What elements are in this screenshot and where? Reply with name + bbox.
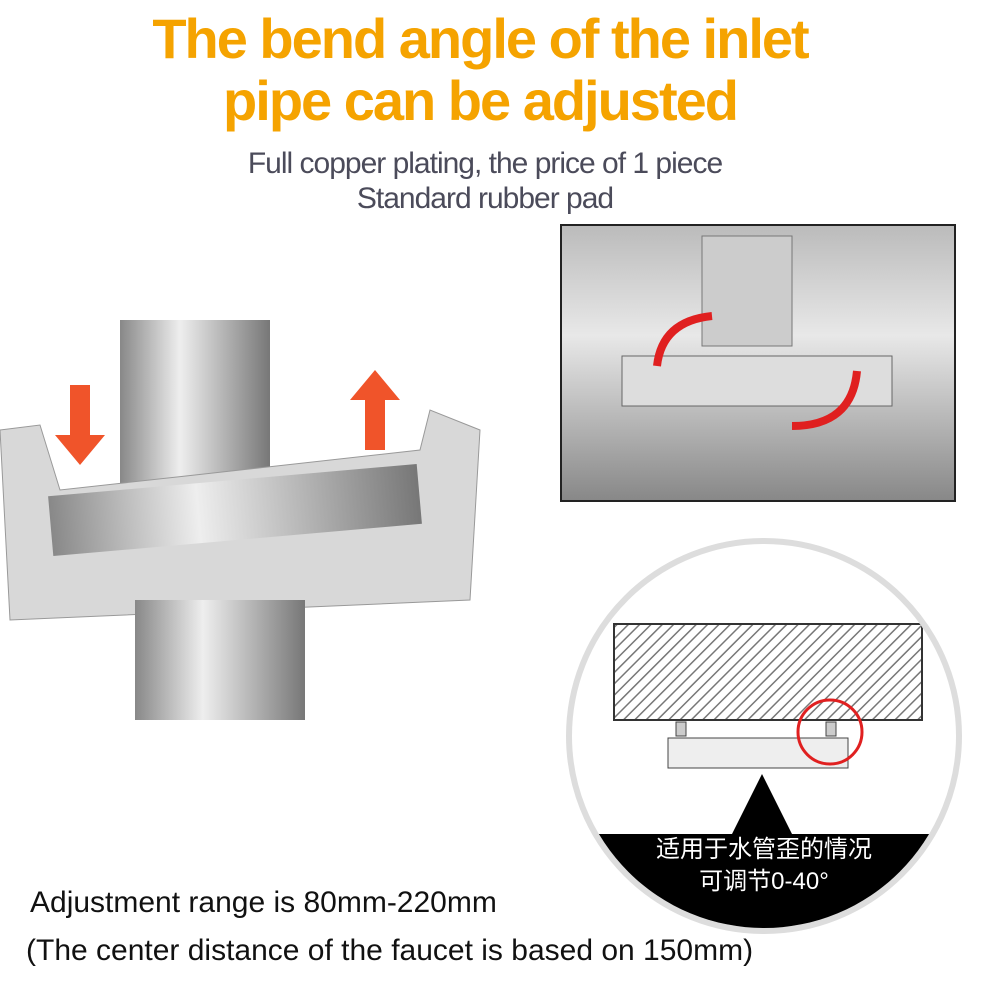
lower-thread [135,600,305,720]
rotate-arrow-right-icon [791,370,861,430]
rotate-arrow-left-icon [653,312,713,367]
adjustment-range-text: Adjustment range is 80mm-220mm [30,886,497,919]
highlight-circle [796,698,864,766]
inset-photo [560,224,956,502]
arrow-down-icon [55,385,105,465]
subheadline-line-1: Full copper plating, the price of 1 piec… [247,147,723,180]
headline-line-1: The bend angle of the inlet [152,7,809,70]
upper-thread [120,320,270,490]
subheadline: Full copper plating, the price of 1 piec… [0,146,970,216]
diagram-caption: 适用于水管歪的情况可调节0-40° [572,834,956,898]
arrow-up-icon [350,370,400,450]
product-photo [0,320,481,720]
caption-line-1: 适用于水管歪的情况 [656,836,872,863]
caption-line-2: 可调节0-40° [699,868,829,895]
crossbar [48,463,422,557]
headline-line-2: pipe can be adjusted [223,69,739,132]
installation-diagram: 适用于水管歪的情况可调节0-40° [566,538,962,934]
center-distance-note: (The center distance of the faucet is ba… [26,934,754,967]
wall [613,623,923,721]
subheadline-line-2: Standard rubber pad [356,182,614,215]
